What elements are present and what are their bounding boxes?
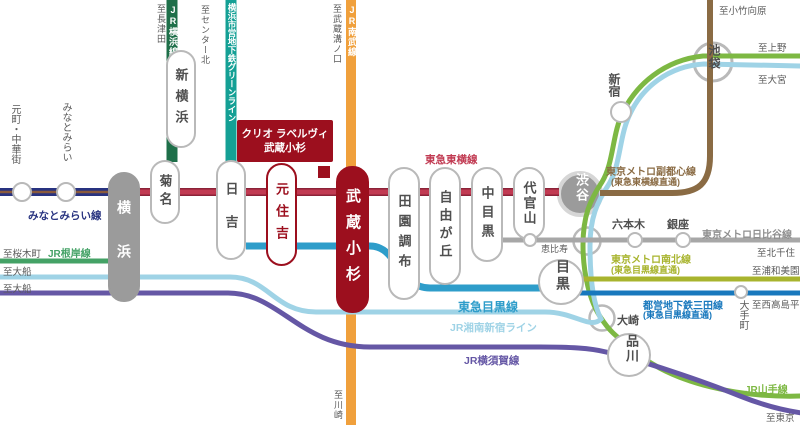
shinagawa-circle — [607, 333, 651, 377]
ginza-circle — [675, 232, 691, 248]
metro-fukutoshin-label: 東京メトロ副都心線 — [606, 167, 696, 178]
station-shinagawa: 品川 — [624, 334, 639, 364]
dest-omiya: 至大宮 — [758, 75, 787, 86]
station-otemachi: 大手町 — [737, 300, 748, 330]
station-kikuna: 菊名 — [150, 160, 180, 224]
station-ikebukuro: 池袋 — [707, 44, 721, 70]
ebisu-hibiya-circle — [523, 233, 537, 247]
station-shibuya: 渋谷 — [574, 173, 589, 203]
toei-mita-note: (東急目黒線直通) — [643, 310, 712, 320]
station-shin-yokohama: 新横浜 — [166, 50, 196, 148]
dest-sakuragicho: 至桜木町 — [3, 249, 42, 260]
motomachi-chukagai-circle — [12, 182, 32, 202]
jr-shonan-shinjuku-label: JR湘南新宿ライン — [450, 322, 537, 334]
jr-negishi-label: JR根岸線 — [48, 249, 91, 260]
toei-mita-label: 都営地下鉄三田線 — [643, 301, 723, 312]
metro-namboku-label: 東京メトロ南北線 — [611, 255, 691, 266]
dest-kawasaki: 至川崎 — [333, 390, 343, 420]
dest-nishi-takashimadaira: 至西高島平 — [752, 300, 800, 311]
station-motosumiyoshi: 元住吉 — [266, 163, 297, 266]
dest-ofuna-shonan: 至大船 — [3, 267, 32, 278]
jr-yokohama-line-label: JR横浜線 — [168, 5, 178, 57]
station-denenchofu: 田園調布 — [388, 167, 420, 300]
green-line-label: 横浜市営地下鉄グリーンライン — [227, 3, 237, 122]
dest-ofuna-yokosuka: 至大船 — [3, 284, 32, 295]
jr-nambu-line-label: JR南武線 — [347, 5, 357, 57]
station-daikanyama: 代官山 — [513, 167, 545, 240]
station-meguro: 目黒 — [555, 259, 571, 293]
station-yokohama: 横浜 — [108, 172, 140, 302]
metro-hibiya-label: 東京メトロ日比谷線 — [702, 230, 792, 241]
dest-nagatsuta: 至長津田 — [156, 4, 166, 44]
dest-tokyo: 至東京 — [766, 413, 795, 424]
jr-yamanote-label: JR山手線 — [745, 385, 788, 396]
dest-musashi-mizonokuchi: 至武蔵溝ノ口 — [332, 4, 342, 64]
station-shinjuku: 新宿 — [607, 73, 621, 97]
otemachi-circle — [734, 285, 748, 299]
minatomirai-label: みなとみらい線 — [28, 210, 102, 222]
minatomirai-circle — [56, 182, 76, 202]
station-jiyugaoka: 自由が丘 — [429, 167, 461, 285]
meguro-circle — [538, 259, 584, 305]
property-location-marker — [318, 166, 330, 178]
roppongi-circle — [627, 232, 643, 248]
dest-urawa-misono: 至浦和美園 — [752, 266, 800, 277]
dest-ueno: 至上野 — [758, 43, 787, 54]
dest-center-kita: 至センター北 — [200, 5, 210, 65]
station-motomachi-chukagai: 元町・中華街 — [9, 104, 20, 164]
station-minatomirai: みなとみらい — [60, 102, 71, 162]
metro-fukutoshin-note: (東急東横線直通) — [611, 177, 680, 187]
station-musashi-kosugi: 武蔵小杉 — [336, 166, 369, 313]
dest-kotake-mukaihara: 至小竹向原 — [719, 6, 767, 17]
station-nakameguro: 中目黒 — [471, 167, 503, 262]
jr-yokosuka-label: JR横須賀線 — [464, 355, 520, 367]
station-ginza: 銀座 — [667, 219, 689, 231]
property-badge-line2: 武蔵小杉 — [264, 142, 306, 154]
station-ebisu: 恵比寿 — [541, 244, 569, 254]
metro-namboku-note: (東急目黒線直通) — [611, 265, 680, 275]
tokyu-meguro-label: 東急目黒線 — [458, 300, 519, 314]
metro-fukutoshin-line — [600, 0, 713, 196]
shinjuku-circle — [610, 101, 632, 123]
property-badge-line1: クリオ ラベルヴィ — [241, 127, 329, 140]
station-osaki: 大崎 — [617, 315, 639, 327]
property-badge: クリオ ラベルヴィ 武蔵小杉 — [237, 120, 333, 162]
dest-kita-senju: 至北千住 — [757, 248, 796, 259]
station-hiyoshi: 日吉 — [216, 160, 246, 260]
jr-yokosuka-line — [0, 290, 800, 416]
tokyu-toyoko-label: 東急東横線 — [425, 154, 478, 166]
station-roppongi: 六本木 — [612, 219, 645, 231]
